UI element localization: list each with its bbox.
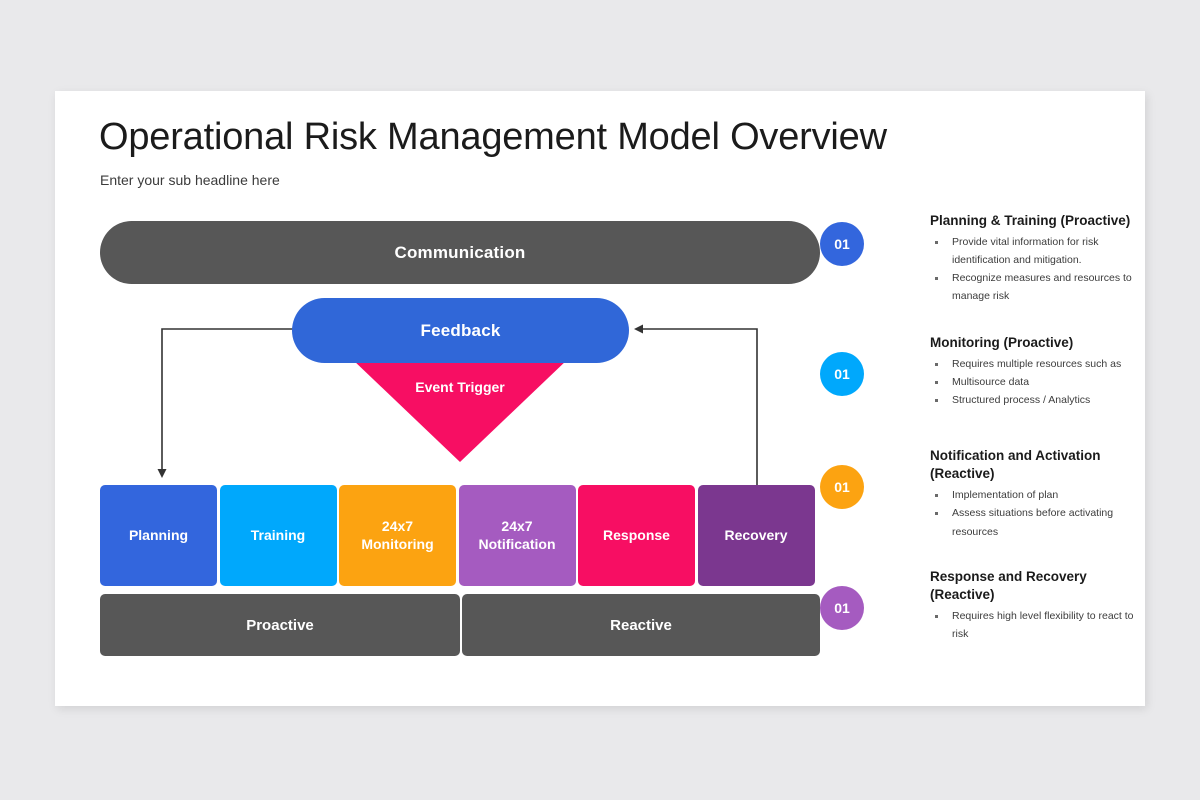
legend-body: Notification and Activation (Reactive) Im… bbox=[930, 447, 1145, 541]
legend-heading: Planning & Training (Proactive) bbox=[930, 213, 1131, 228]
legend-body: Planning & Training (Proactive) Provide v… bbox=[930, 212, 1145, 305]
slide-card: Operational Risk Management Model Overvi… bbox=[55, 91, 1145, 706]
connector-arrows bbox=[157, 324, 758, 487]
legend-bullet: Implementation of plan bbox=[930, 486, 1145, 504]
legend-bullet: Requires multiple resources such as bbox=[930, 355, 1145, 373]
legend-body: Response and Recovery (Reactive) Requires… bbox=[930, 568, 1145, 644]
category-label: Planning bbox=[128, 526, 189, 543]
legend-number-badge: 01 bbox=[820, 465, 864, 509]
feedback-label: Feedback bbox=[420, 320, 501, 340]
communication-banner[interactable]: Communication bbox=[100, 221, 820, 284]
category-label: Recovery bbox=[724, 526, 788, 543]
proactive-label: Proactive bbox=[246, 616, 314, 634]
category-label: Training bbox=[250, 526, 306, 543]
reactive-label: Reactive bbox=[610, 616, 672, 634]
legend-number-badge: 01 bbox=[820, 222, 864, 266]
legend-bullet: Provide vital information for risk ident… bbox=[930, 233, 1145, 269]
category-box-training[interactable]: Training bbox=[219, 485, 337, 586]
legend-bullet: Recognize measures and resources to mana… bbox=[930, 269, 1145, 305]
category-box-recovery[interactable]: Recovery bbox=[697, 485, 815, 586]
communication-label: Communication bbox=[394, 242, 526, 262]
legend-heading: Response and Recovery (Reactive) bbox=[930, 569, 1087, 603]
legend-heading: Notification and Activation (Reactive) bbox=[930, 448, 1101, 482]
event-trigger-shape[interactable]: Event Trigger bbox=[352, 359, 568, 462]
feedback-banner[interactable]: Feedback bbox=[292, 298, 629, 363]
risk-model-diagram: Communication Feedback Event Trigger Pla… bbox=[55, 91, 1145, 706]
legend-bullet-list: Provide vital information for risk ident… bbox=[930, 233, 1145, 305]
category-label: Response bbox=[603, 526, 670, 543]
legend-number-badge: 01 bbox=[820, 586, 864, 630]
category-box-planning[interactable]: Planning bbox=[100, 485, 217, 586]
legend-bullet: Structured process / Analytics bbox=[930, 391, 1145, 409]
legend-bullet-list: Requires high level flexibility to react… bbox=[930, 607, 1145, 643]
proactive-bar[interactable]: Proactive bbox=[100, 594, 460, 656]
page-title: Operational Risk Management Model Overvi… bbox=[99, 116, 887, 158]
legend-number-badge: 01 bbox=[820, 352, 864, 396]
reactive-bar[interactable]: Reactive bbox=[462, 594, 820, 656]
category-box-response[interactable]: Response bbox=[578, 485, 695, 586]
legend-heading: Monitoring (Proactive) bbox=[930, 335, 1074, 350]
triangle-icon bbox=[352, 359, 568, 462]
event-trigger-label: Event Trigger bbox=[415, 379, 505, 395]
legend-bullet: Requires high level flexibility to react… bbox=[930, 607, 1145, 643]
legend-bullet: Assess situations before activating reso… bbox=[930, 504, 1145, 540]
legend-body: Monitoring (Proactive) Requires multiple … bbox=[930, 334, 1145, 409]
legend-bullet: Multisource data bbox=[930, 373, 1145, 391]
page-subtitle: Enter your sub headline here bbox=[100, 172, 280, 188]
